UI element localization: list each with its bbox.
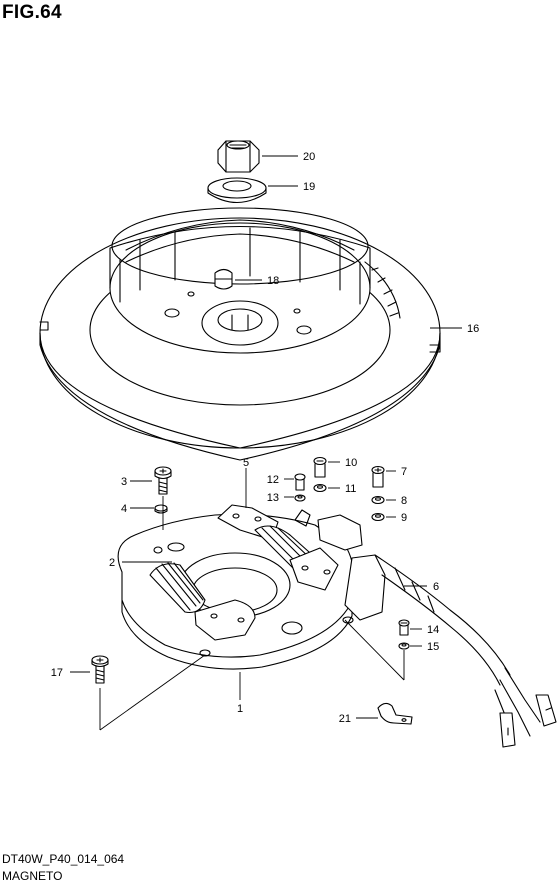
screw-17 — [91, 655, 109, 684]
callout-2: 2 — [109, 557, 115, 569]
callout-13: 13 — [267, 492, 279, 504]
leader-lines — [70, 155, 462, 731]
screw-7 — [371, 465, 385, 488]
figure-code: DT40W_P40_014_064 — [2, 852, 125, 866]
figure-title: FIG.64 — [2, 2, 62, 23]
callout-19: 19 — [303, 181, 315, 193]
flywheel-nut — [217, 140, 260, 173]
callout-17: 17 — [51, 667, 63, 679]
callout-15: 15 — [427, 641, 439, 653]
lead-wire-harness — [317, 514, 557, 748]
screw-10 — [313, 456, 327, 478]
callout-21: 21 — [339, 713, 351, 725]
washer-4 — [154, 504, 168, 514]
washer-8 — [371, 495, 385, 505]
wire-clamp — [377, 702, 413, 725]
screw-14 — [398, 619, 410, 636]
callout-9: 9 — [401, 512, 407, 524]
callout-8: 8 — [401, 495, 407, 507]
callout-5: 5 — [243, 457, 249, 469]
stator-base-plate — [117, 513, 355, 670]
pulser-coil-assembly — [217, 504, 339, 591]
screw-3 — [154, 466, 172, 495]
figure-name: MAGNETO — [2, 869, 63, 883]
callout-14: 14 — [427, 624, 439, 636]
callout-labels: 1 2 3 4 5 6 7 8 9 10 11 12 13 14 15 16 1… — [51, 151, 480, 725]
callout-6: 6 — [433, 581, 439, 593]
charge-coil-left — [149, 562, 256, 641]
flywheel-washer — [207, 177, 267, 203]
screw-12 — [294, 473, 306, 491]
callout-11: 11 — [345, 483, 356, 495]
washer-9 — [371, 512, 385, 522]
flywheel — [39, 207, 441, 461]
callout-16: 16 — [467, 323, 479, 335]
washer-15 — [398, 642, 410, 650]
callout-10: 10 — [345, 457, 357, 469]
washer-13 — [294, 494, 306, 502]
callout-3: 3 — [121, 476, 127, 488]
callout-4: 4 — [121, 503, 127, 515]
callout-18: 18 — [267, 275, 279, 287]
woodruff-key — [214, 268, 233, 290]
washer-11 — [313, 483, 327, 493]
callout-12: 12 — [267, 474, 279, 486]
callout-20: 20 — [303, 151, 315, 163]
callout-1: 1 — [237, 703, 243, 715]
callout-7: 7 — [401, 466, 407, 478]
